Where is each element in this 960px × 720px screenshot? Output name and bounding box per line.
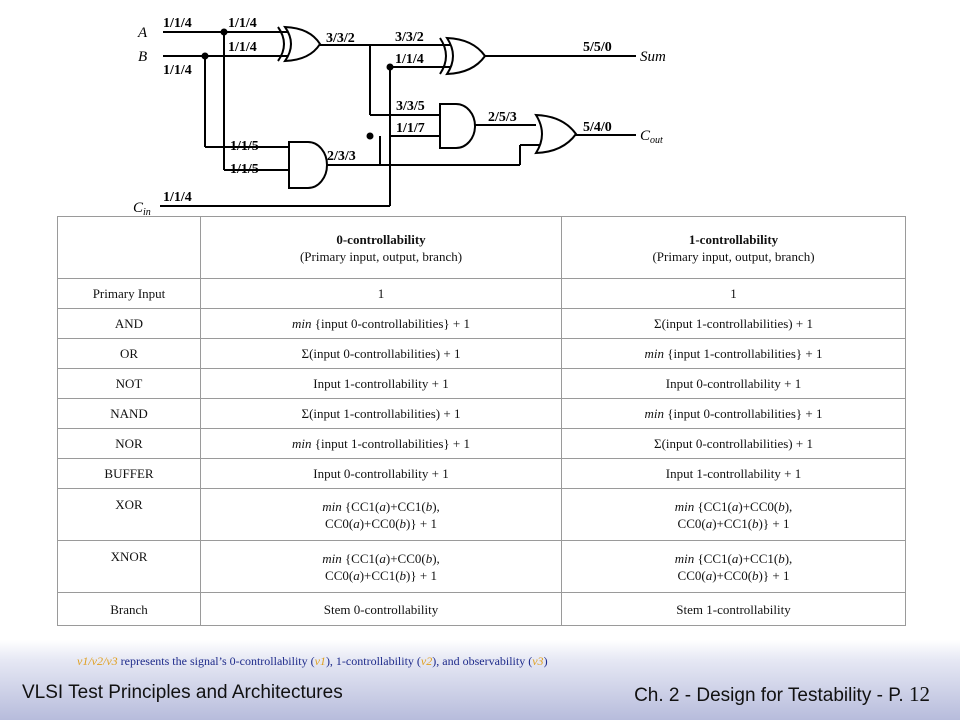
xor-gate-1 [277, 25, 322, 63]
cell-0-controllability: Σ(input 0-controllabilities) + 1 [200, 338, 562, 369]
label-and1-out: 2/3/3 [327, 149, 356, 164]
row-name: OR [57, 338, 201, 369]
label-sum-out: 5/5/0 [583, 40, 612, 55]
cell-1-controllability: Input 1-controllability + 1 [561, 458, 906, 489]
table-row: XOR min {CC1(a)+CC1(b), CC0(a)+CC0(b)} +… [57, 488, 906, 541]
table-row: XNOR min {CC1(a)+CC0(b), CC0(a)+CC1(b)} … [57, 540, 906, 593]
row-name: AND [57, 308, 201, 339]
table-row: Branch Stem 0-controllability Stem 1-con… [57, 592, 906, 626]
table-row: AND min {input 0-controllabilities} + 1 … [57, 308, 906, 339]
cell-0-controllability: min {input 0-controllabilities} + 1 [200, 308, 562, 339]
cell-0-controllability: 1 [200, 278, 562, 309]
table-row: NOR min {input 1-controllabilities} + 1 … [57, 428, 906, 459]
header-blank-cell [57, 216, 201, 279]
row-name: NOR [57, 428, 201, 459]
label-and2-top: 3/3/5 [396, 99, 425, 114]
cell-1-controllability: min {input 1-controllabilities} + 1 [561, 338, 906, 369]
cell-1-controllability: Stem 1-controllability [561, 592, 906, 626]
row-name: Branch [57, 592, 201, 626]
input-cin-name: Cin [133, 200, 151, 215]
row-name: NAND [57, 398, 201, 429]
cell-0-controllability: Stem 0-controllability [200, 592, 562, 626]
label-and1-a: 1/1/5 [230, 139, 259, 154]
label-xor2-in: 3/3/2 [395, 30, 424, 45]
label-b-in: 1/1/4 [163, 63, 192, 78]
label-b-branch: 1/1/4 [228, 40, 257, 55]
and-gate-2 [439, 103, 476, 149]
label-cin-in: 1/1/4 [163, 190, 192, 205]
table-row: NAND Σ(input 1-controllabilities) + 1 mi… [57, 398, 906, 429]
chapter-page: Ch. 2 - Design for Testability - P. 12 [634, 682, 930, 706]
table-row: BUFFER Input 0-controllability + 1 Input… [57, 458, 906, 489]
cell-0-controllability: Input 0-controllability + 1 [200, 458, 562, 489]
label-and2-bot: 1/1/7 [396, 121, 425, 136]
cell-1-controllability: min {CC1(a)+CC1(b), CC0(a)+CC0(b)} + 1 [561, 540, 906, 593]
label-and2-out: 2/5/3 [488, 110, 517, 125]
output-cout-name: Cout [640, 128, 663, 146]
row-name: Primary Input [57, 278, 201, 309]
header-0-title: 0-controllability [336, 231, 426, 247]
page-number: 12 [909, 682, 930, 706]
cell-1-controllability: Σ(input 1-controllabilities) + 1 [561, 308, 906, 339]
xor-gate-2 [439, 36, 487, 76]
header-0-subtitle: (Primary input, output, branch) [299, 248, 463, 264]
and-gate-1 [288, 141, 328, 189]
header-1-title: 1-controllability [688, 231, 779, 247]
header-0-controllability: 0-controllability (Primary input, output… [200, 216, 562, 279]
cell-0-controllability: Input 1-controllability + 1 [200, 368, 562, 399]
cell-1-controllability: min {input 0-controllabilities} + 1 [561, 398, 906, 429]
label-cout-out: 5/4/0 [583, 120, 612, 135]
cell-0-controllability: Σ(input 1-controllabilities) + 1 [200, 398, 562, 429]
input-a-name: A [137, 25, 148, 41]
junction-dots [201, 28, 394, 140]
header-1-controllability: 1-controllability (Primary input, output… [561, 216, 906, 279]
cell-0-controllability: min {CC1(a)+CC0(b), CC0(a)+CC1(b)} + 1 [200, 540, 562, 593]
input-b-name: B [138, 49, 147, 65]
label-a-branch: 1/1/4 [228, 16, 257, 31]
cell-1-controllability: Σ(input 0-controllabilities) + 1 [561, 428, 906, 459]
cell-0-controllability: min {input 1-controllabilities} + 1 [200, 428, 562, 459]
label-a-in: 1/1/4 [163, 16, 192, 31]
table-row: Primary Input 1 1 [57, 278, 906, 309]
legend-note: v1/v2/v3 represents the signal’s 0-contr… [77, 654, 548, 668]
cell-1-controllability: 1 [561, 278, 906, 309]
or-gate [534, 113, 578, 155]
header-1-subtitle: (Primary input, output, branch) [652, 248, 815, 264]
cell-0-controllability: min {CC1(a)+CC1(b), CC0(a)+CC0(b)} + 1 [200, 488, 562, 541]
table-header-row: 0-controllability (Primary input, output… [57, 216, 906, 279]
row-name: XOR [57, 488, 201, 541]
label-and1-b: 1/1/5 [230, 162, 259, 177]
cell-1-controllability: min {CC1(a)+CC0(b), CC0(a)+CC1(b)} + 1 [561, 488, 906, 541]
table-row: OR Σ(input 0-controllabilities) + 1 min … [57, 338, 906, 369]
table-row: NOT Input 1-controllability + 1 Input 0-… [57, 368, 906, 399]
full-adder-circuit: 1/1/4 1/1/4 1/1/4 1/1/4 3/3/2 3/3/2 1/1/… [133, 16, 666, 215]
course-title: VLSI Test Principles and Architectures [22, 682, 343, 703]
label-xor1-out: 3/3/2 [326, 31, 355, 46]
row-name: NOT [57, 368, 201, 399]
row-name: XNOR [57, 540, 201, 593]
output-sum-name: Sum [640, 49, 666, 65]
wires [160, 31, 636, 207]
footer-band [0, 640, 960, 720]
row-name: BUFFER [57, 458, 201, 489]
controllability-table: 0-controllability (Primary input, output… [57, 216, 906, 626]
label-cin-xor: 1/1/4 [395, 52, 424, 67]
cell-1-controllability: Input 0-controllability + 1 [561, 368, 906, 399]
